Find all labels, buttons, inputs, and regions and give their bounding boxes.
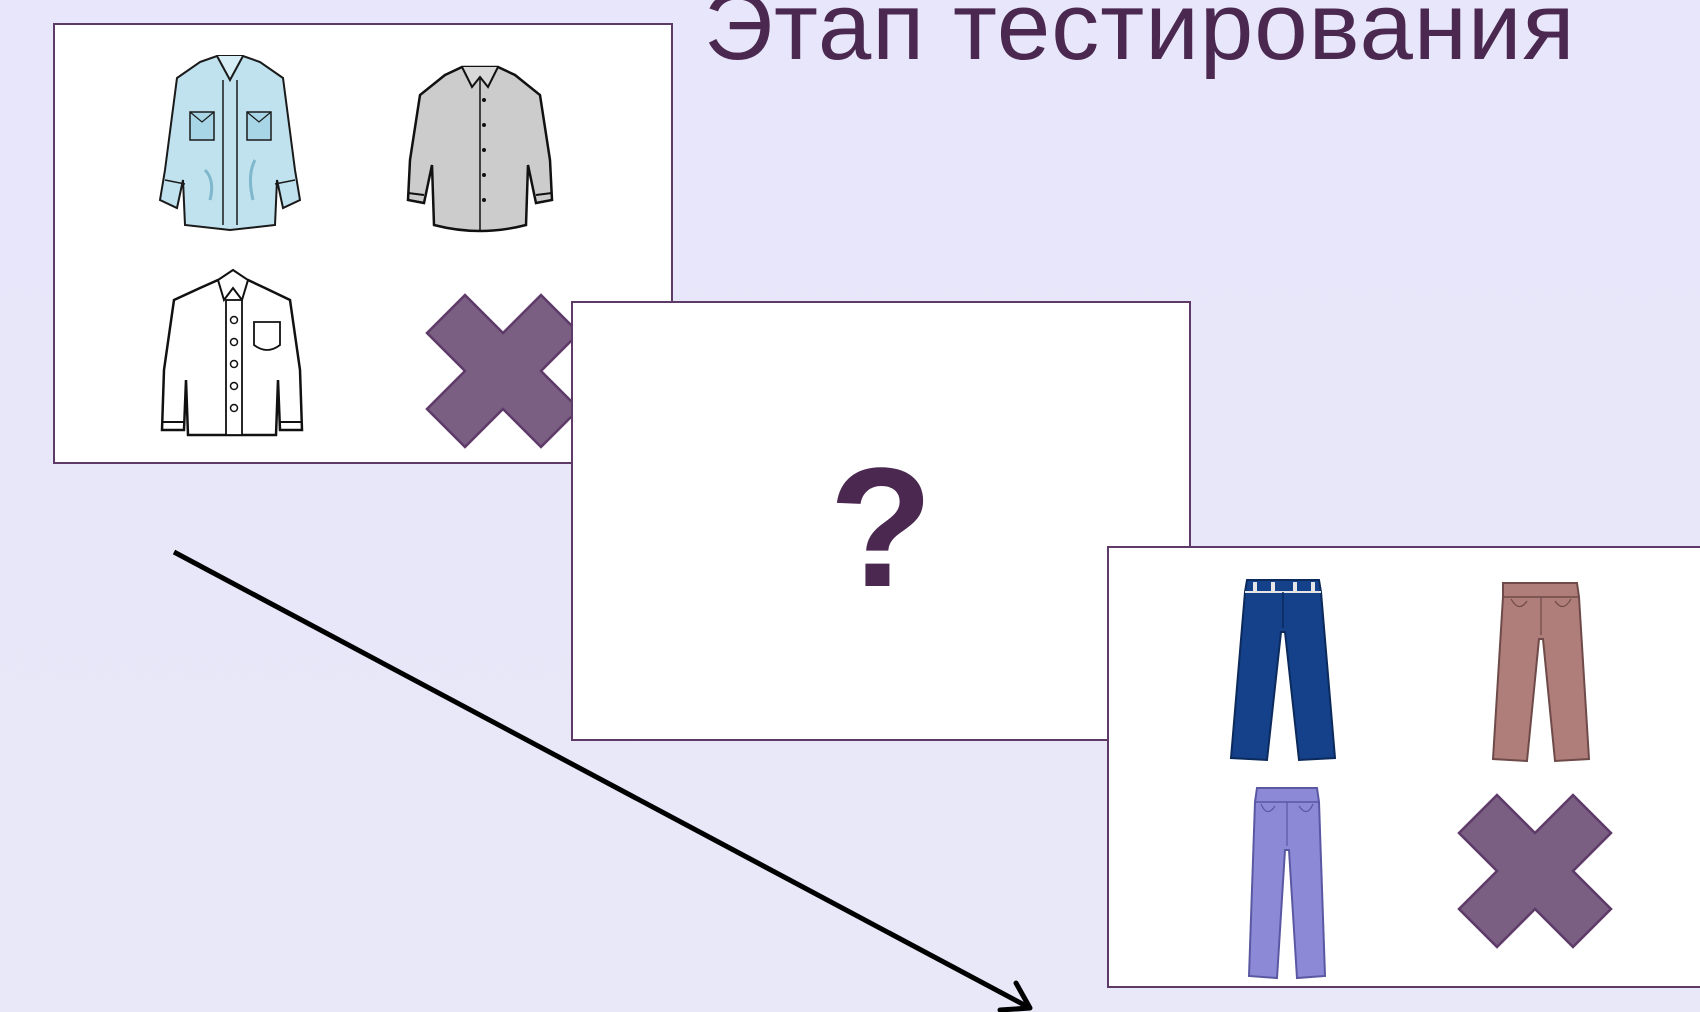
gray-shirt-icon: [406, 65, 554, 233]
question-card[interactable]: ?: [571, 301, 1191, 741]
white-shirt-icon: [160, 268, 304, 437]
pants-card[interactable]: [1107, 546, 1700, 988]
cross-icon: [1457, 793, 1613, 949]
lavender-trousers-icon: [1247, 787, 1327, 980]
shirts-card[interactable]: [53, 23, 673, 464]
blue-jeans-icon: [1229, 579, 1337, 762]
slide-title: Этап тестирования: [704, 0, 1576, 80]
question-icon: ?: [829, 433, 933, 623]
brown-trousers-icon: [1491, 582, 1591, 763]
denim-jacket-icon: [158, 55, 302, 232]
